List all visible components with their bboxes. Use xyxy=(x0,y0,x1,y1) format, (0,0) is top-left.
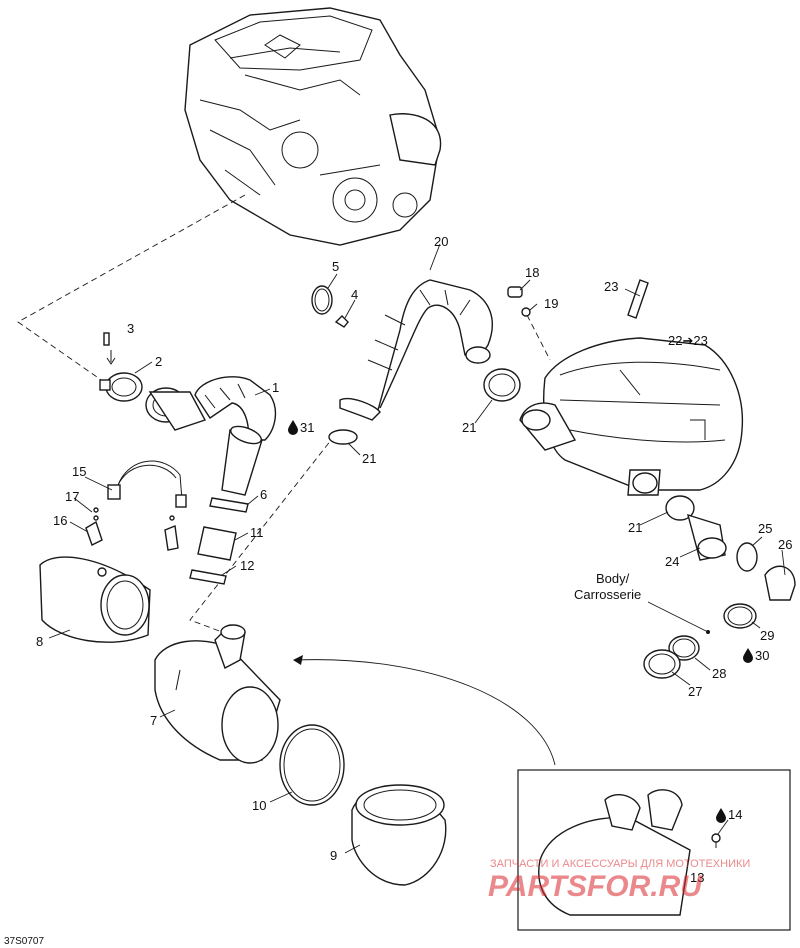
callout-9: 9 xyxy=(330,848,337,863)
callout-8: 8 xyxy=(36,634,43,649)
callout-1: 1 xyxy=(272,380,279,395)
watermark-line-1: ЗАПЧАСТИ И АКСЕССУАРЫ ДЛЯ МОТОТЕХНИКИ xyxy=(490,858,750,870)
lubricant-drop-icon-31 xyxy=(288,420,298,435)
callout-21-c: 21 xyxy=(628,520,642,535)
callout-12: 12 xyxy=(240,558,254,573)
lubricant-drop-icon-14 xyxy=(716,808,726,823)
engine-illustration xyxy=(184,7,442,246)
body-label-line-2: Carrosserie xyxy=(574,587,641,602)
part-16-bracket xyxy=(85,520,179,551)
drawing-code: 37S0707 xyxy=(4,936,44,947)
callout-23: 23 xyxy=(604,279,618,294)
part-4-nut xyxy=(334,315,349,328)
callout-19: 19 xyxy=(544,296,558,311)
dashed-reference-lines xyxy=(17,194,551,636)
callout-30: 30 xyxy=(755,648,769,663)
callout-15: 15 xyxy=(72,464,86,479)
part-25-clamp xyxy=(736,542,758,572)
part-15-strap xyxy=(107,460,187,508)
part-29-gasket xyxy=(723,603,757,629)
callout-20: 20 xyxy=(434,234,448,249)
callout-31: 31 xyxy=(300,420,314,435)
part-2-clamp xyxy=(99,372,143,402)
callout-21-b: 21 xyxy=(362,451,376,466)
callout-29: 29 xyxy=(760,628,774,643)
callout-28: 28 xyxy=(712,666,726,681)
lubricant-drop-icon-30 xyxy=(743,648,753,663)
callout-22: 22➔23 xyxy=(668,333,708,348)
callout-7: 7 xyxy=(150,713,157,728)
watermark-line-2: PARTSFOR.RU xyxy=(488,870,703,903)
part-28-gasket xyxy=(668,635,700,661)
callout-18: 18 xyxy=(525,265,539,280)
callout-13: 13 xyxy=(690,870,704,885)
part-7-muffler xyxy=(154,624,281,764)
part-24-hose xyxy=(686,513,727,561)
part-5-o-ring xyxy=(311,285,333,315)
callout-labels: 1 2 3 4 5 6 7 8 9 10 11 12 13 14 15 17 1… xyxy=(4,234,792,947)
callout-4: 4 xyxy=(351,287,358,302)
callout-27: 27 xyxy=(688,684,702,699)
callout-5: 5 xyxy=(332,259,339,274)
inset-box xyxy=(517,769,791,931)
callout-26: 26 xyxy=(778,537,792,552)
part-9-end-cap xyxy=(351,784,447,886)
part-21-clamp-a xyxy=(328,429,358,445)
part-8-heat-shield-tube xyxy=(39,556,151,643)
part-6-clamp xyxy=(209,497,249,513)
part-21-clamp-c xyxy=(665,495,695,521)
callout-11: 11 xyxy=(250,525,264,540)
callout-6: 6 xyxy=(260,487,267,502)
callout-10: 10 xyxy=(252,798,266,813)
callout-16: 16 xyxy=(53,513,67,528)
callout-2: 2 xyxy=(155,354,162,369)
part-17-screw xyxy=(93,507,175,521)
part-10-ring xyxy=(279,724,345,806)
leader-lines xyxy=(48,243,786,854)
part-26-elbow xyxy=(764,565,796,601)
reference-arrow xyxy=(293,655,556,766)
part-1-exhaust-manifold-elbow xyxy=(145,376,277,496)
part-18-plug xyxy=(507,286,523,298)
callout-21-a: 21 xyxy=(462,420,476,435)
callout-24: 24 xyxy=(665,554,679,569)
body-label-line-1: Body/ xyxy=(596,571,630,586)
watermark: ЗАПЧАСТИ И АКСЕССУАРЫ ДЛЯ МОТОТЕХНИКИ PA… xyxy=(488,858,750,903)
part-22-muffler-box xyxy=(519,337,744,496)
part-12-clamp xyxy=(189,569,227,585)
part-11-sleeve xyxy=(197,526,237,561)
callout-14: 14 xyxy=(728,807,742,822)
part-23-rod xyxy=(627,279,649,319)
callout-3: 3 xyxy=(127,321,134,336)
part-21-clamp-b xyxy=(483,368,521,402)
part-27-outlet-fitting xyxy=(643,649,681,679)
part-19-washer xyxy=(521,307,531,317)
part-20-exhaust-hose xyxy=(339,279,493,421)
part-3-stud xyxy=(103,332,110,346)
callout-16-or-17: 17 xyxy=(65,489,79,504)
callout-25: 25 xyxy=(758,521,772,536)
